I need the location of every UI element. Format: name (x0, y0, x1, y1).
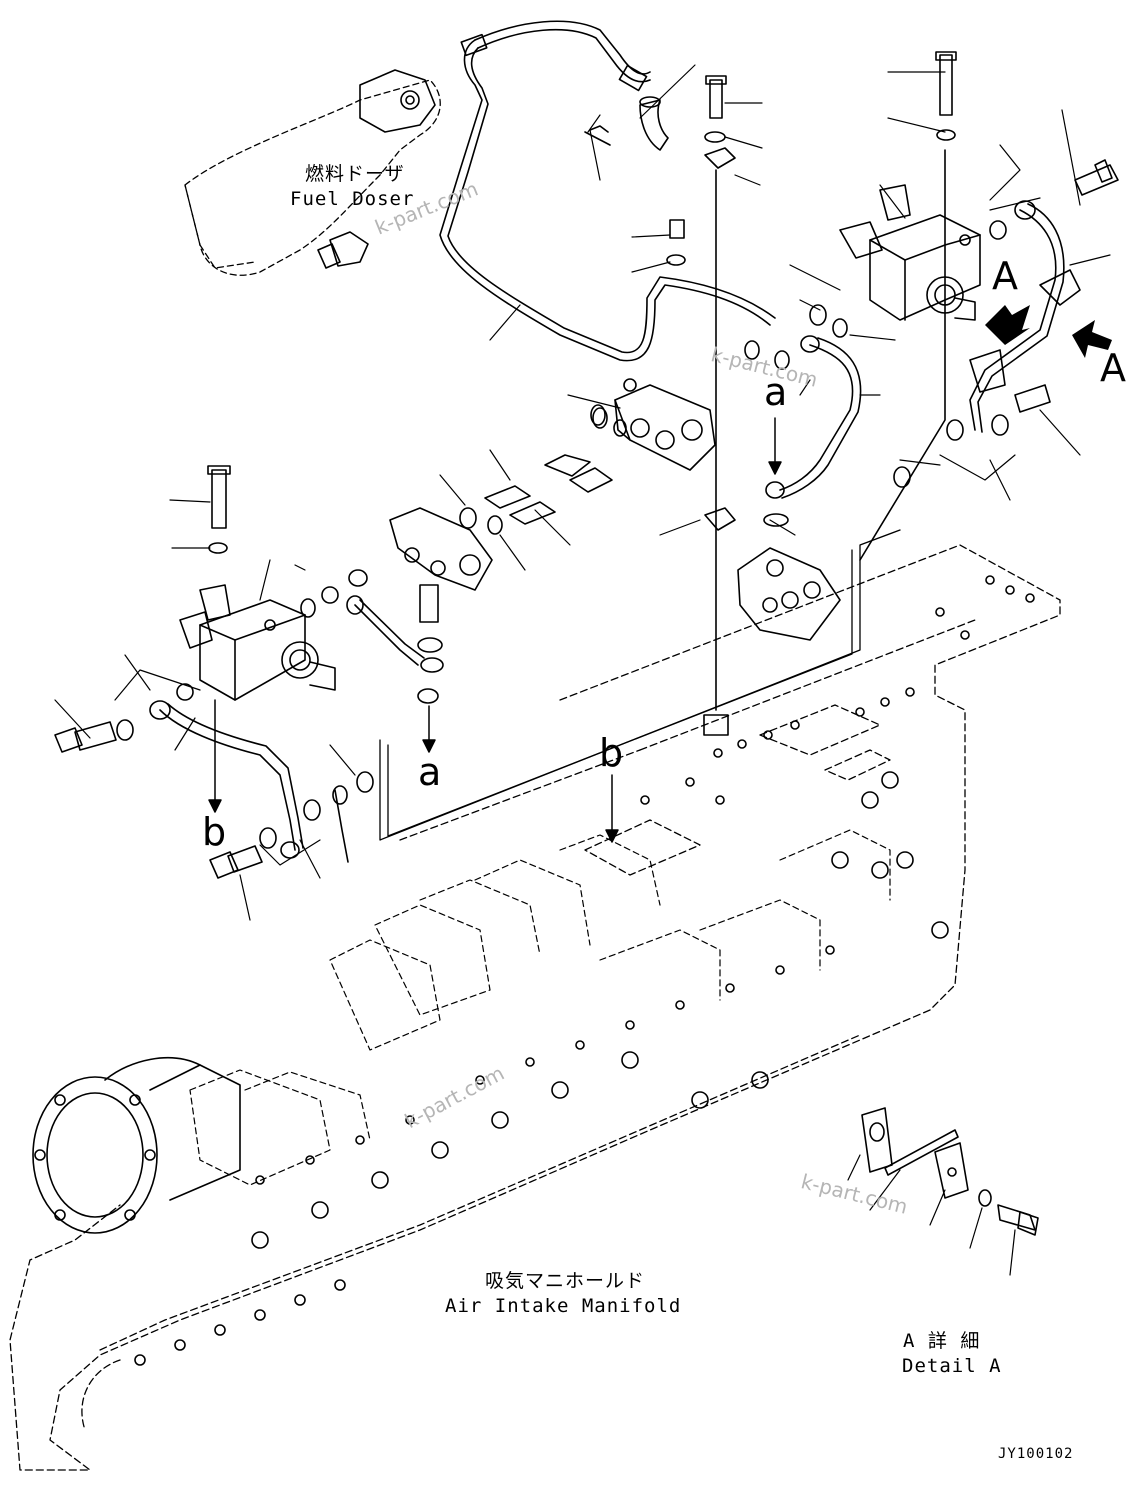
marker-b-center: b (599, 731, 624, 775)
detail-a-label-en: Detail A (902, 1355, 1002, 1377)
valve-block-left (179, 465, 336, 701)
engine-body (9, 544, 1061, 1471)
left-bolts (54, 721, 374, 879)
marker-A-right: A (1100, 346, 1126, 390)
arrow-A-right (1072, 320, 1112, 358)
distribution-block (614, 378, 716, 471)
engine-valve-covers (189, 829, 891, 1186)
marker-arrow-a-lower (422, 705, 436, 753)
marker-arrow-b-left (208, 699, 222, 813)
marker-a-left: a (418, 750, 442, 794)
fuel-tube-long (439, 20, 776, 362)
center-bolt-axis (666, 75, 736, 736)
washers-center (592, 340, 790, 437)
small-valve-mid (389, 507, 493, 591)
detail-A-parts (861, 1107, 1039, 1236)
turbo-flange (32, 1057, 241, 1234)
leader-lines (54, 64, 1111, 1276)
fuel-doser-outline (184, 79, 441, 276)
bracket-lines (114, 144, 1021, 866)
washers-right (809, 220, 1009, 488)
marker-A-top: A (992, 254, 1018, 298)
arrow-A-top (985, 305, 1030, 345)
marker-arrow-b-center (605, 774, 619, 843)
fuel-doser-valve (317, 69, 436, 269)
left-tube (116, 683, 304, 859)
detail-a-label-jp: A 詳 細 (903, 1330, 981, 1352)
mid-washers (300, 569, 444, 704)
drawing-code: JY100102 (998, 1446, 1074, 1462)
marker-arrow-a-upper (768, 417, 782, 475)
right-bolt-axis (859, 51, 957, 561)
fuel-doser-label-jp: 燃料ドーザ (305, 163, 405, 185)
mid-bolts (459, 404, 613, 535)
fuel-line-dashed (379, 529, 901, 841)
fuel-doser-label-en: Fuel Doser (290, 188, 415, 210)
manifold-label-en: Air Intake Manifold (445, 1295, 682, 1317)
small-tube-to-a (763, 335, 862, 527)
right-bracket-tube (969, 159, 1119, 433)
marker-b-left: b (202, 810, 227, 854)
valve-block-right (839, 184, 981, 321)
manifold-label-jp: 吸気マニホールド (485, 1270, 646, 1292)
marker-a-top: a (764, 370, 788, 414)
elbow-fitting (584, 96, 669, 151)
engine-bolt-holes (134, 575, 1035, 1366)
front-right-block (737, 547, 841, 641)
